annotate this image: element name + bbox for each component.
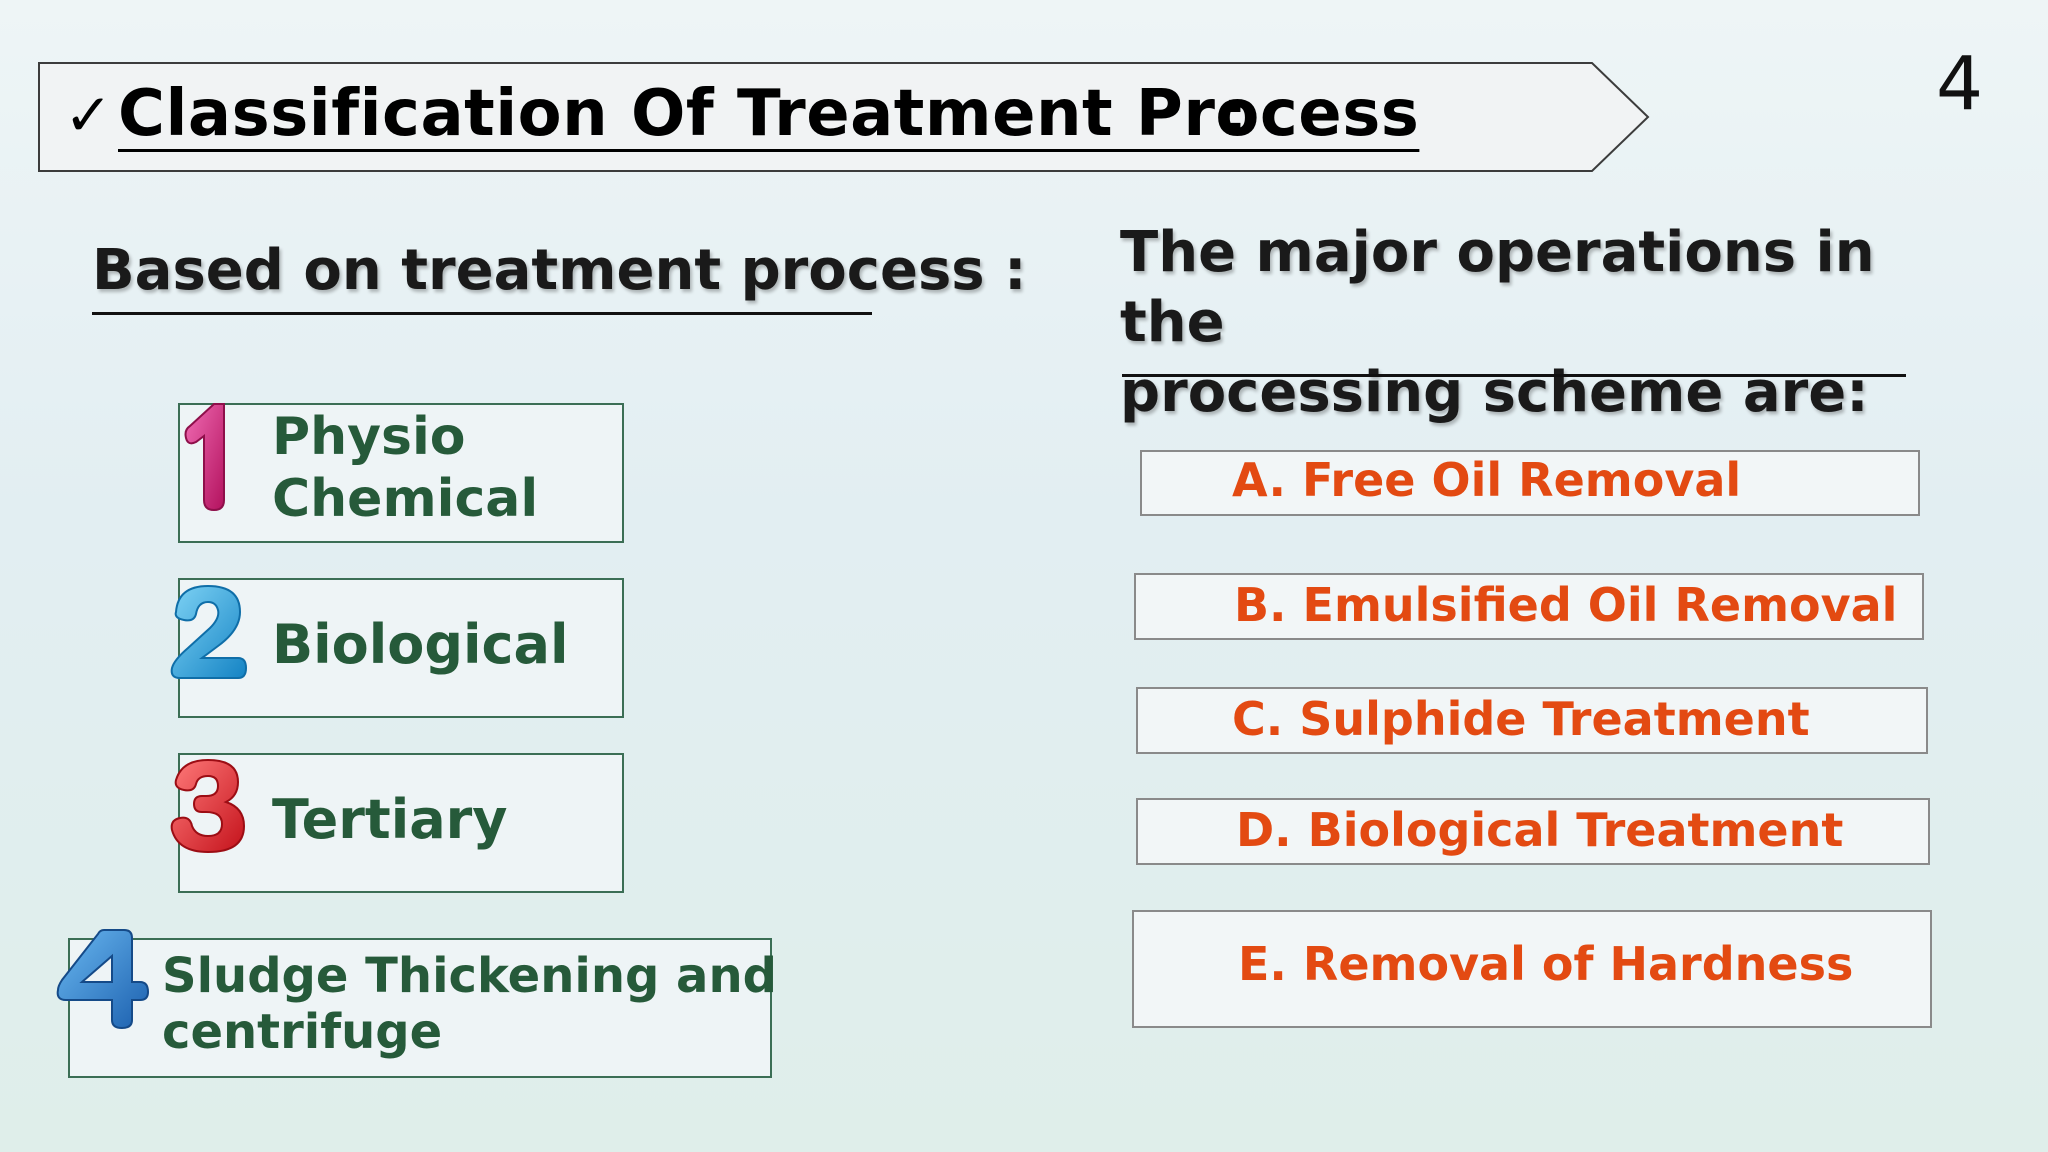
operation-a: A. Free Oil Removal	[1232, 453, 1742, 507]
item-label-line2: Chemical	[272, 469, 539, 529]
page-title: Classification Of Treatment Process	[118, 77, 1420, 151]
title-banner	[38, 62, 1650, 172]
item-label-line2: centrifuge	[162, 1004, 443, 1060]
operation-box-a	[1140, 450, 1920, 516]
number-two-glyph: 2	[166, 582, 167, 583]
operation-box-d	[1136, 798, 1930, 865]
right-section-heading: The major operations in the processing s…	[1120, 218, 1960, 428]
operation-e: E. Removal of Hardness	[1238, 937, 1854, 991]
operation-box-c	[1136, 687, 1928, 754]
right-heading-line2: processing scheme are:	[1120, 360, 1869, 425]
item-label-line1: Sludge Thickening and	[162, 948, 777, 1004]
item-label-line1: Biological	[272, 613, 569, 676]
operation-box-b	[1134, 573, 1924, 640]
number-one-glyph: 1	[180, 396, 181, 397]
list-item-physio-chemical	[178, 403, 624, 543]
number-one-icon: 1	[180, 396, 225, 512]
item-label: Tertiary	[272, 785, 508, 855]
item-label: Sludge Thickening and centrifuge	[162, 948, 777, 1060]
item-label: Biological	[272, 610, 569, 680]
right-heading-line1: The major operations in the	[1120, 220, 1875, 355]
number-two-icon: 2	[166, 582, 248, 679]
operation-b: B. Emulsified Oil Removal	[1234, 578, 1898, 632]
list-item-sludge-thickening	[68, 938, 772, 1078]
left-section-heading: Based on treatment process :	[92, 238, 1027, 303]
number-three-icon: 3	[166, 756, 246, 854]
number-four-glyph: 4	[54, 924, 55, 925]
operation-d: D. Biological Treatment	[1236, 803, 1844, 857]
operation-c: C. Sulphide Treatment	[1232, 692, 1810, 746]
slide-number: 4	[1936, 41, 1984, 127]
right-heading-underline	[1122, 374, 1906, 377]
list-item-tertiary	[178, 753, 624, 893]
left-heading-underline	[92, 312, 872, 315]
checkmark-icon: ✓	[64, 81, 113, 149]
item-label-line1: Tertiary	[272, 788, 508, 851]
item-label: Physio Chemical	[272, 406, 538, 530]
number-four-icon: 4	[54, 924, 150, 1030]
item-label-line1: Physio	[272, 407, 466, 467]
number-three-glyph: 3	[166, 756, 167, 757]
title-colon: :	[1222, 77, 1248, 151]
operation-box-e	[1132, 910, 1932, 1028]
list-item-biological	[178, 578, 624, 718]
